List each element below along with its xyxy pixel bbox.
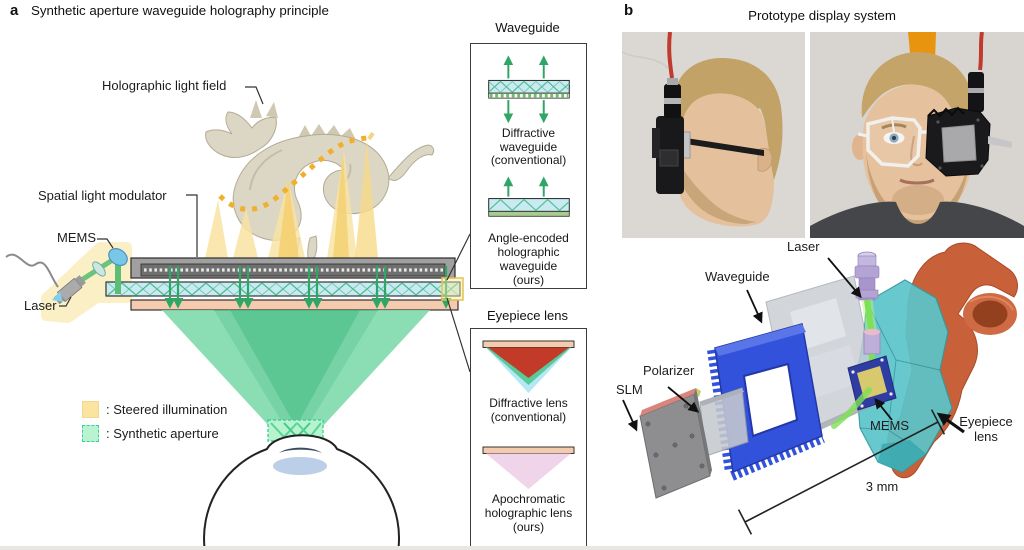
label-spatial-light-modulator: Spatial light modulator (38, 188, 167, 203)
label-b-laser: Laser (787, 239, 820, 254)
waveguide-inset-title: Waveguide (495, 20, 560, 35)
holder-aperture (744, 364, 797, 436)
diffractive-waveguide-diagram (488, 55, 570, 124)
photo-side-view (622, 32, 805, 238)
label-b-dimension: 3 mm (865, 479, 899, 494)
mems-mirror (108, 247, 128, 267)
holographic-waveguide-diagram (488, 176, 570, 218)
hair-side (673, 58, 783, 180)
red-cable-side (667, 32, 674, 79)
lens-tube (863, 331, 881, 355)
mouth (899, 178, 935, 185)
crop-edge-strip (0, 546, 1024, 550)
waveguide-inset-box: Diffractive waveguide (conventional) Ang… (470, 43, 587, 289)
shirt (810, 201, 1024, 238)
fiber (5, 253, 59, 288)
steered-illumination-beams (205, 141, 378, 258)
label-mems: MEMS (57, 230, 96, 245)
eye-lens (273, 457, 327, 475)
label-b-polarizer: Polarizer (643, 363, 695, 378)
trajectory-end-dash (367, 131, 375, 141)
teal-housing (855, 279, 953, 473)
exploded-view (622, 242, 1018, 535)
fiber-ferrule (52, 291, 63, 302)
diffractive-waveguide-caption: Diffractive waveguide (conventional) (490, 125, 567, 168)
holographic-waveguide-caption: Angle-encoded holographic waveguide (our… (488, 231, 569, 288)
label-b-waveguide: Waveguide (705, 269, 770, 284)
polarizer-sheet (699, 387, 749, 457)
grating-region-2 (802, 345, 860, 399)
holographic-lens-diagram (482, 446, 575, 489)
optical-stack (105, 257, 461, 311)
laser-assembly (5, 247, 128, 305)
waveguide-bounce-rays-2 (107, 282, 459, 296)
synthetic-aperture-swatch (82, 425, 99, 442)
steered-illumination-swatch (82, 401, 99, 418)
out-coupler-highlight (441, 277, 464, 301)
red-cable-front (978, 32, 984, 71)
label-holographic-light-field: Holographic light field (102, 78, 227, 93)
laser-module (854, 251, 880, 301)
eyepiece-bar (130, 299, 459, 311)
collimating-lens (92, 261, 106, 277)
eyebrow (881, 123, 907, 130)
legend-synthetic-aperture: : Synthetic aperture (82, 425, 219, 442)
module-plate (941, 124, 977, 163)
eyepiece-inset-title: Eyepiece lens (487, 308, 568, 323)
eye (203, 434, 400, 550)
panel-a-schematic (5, 86, 471, 550)
photo-front-view (810, 32, 1024, 238)
eye-iris (279, 447, 322, 453)
holographic-lens-caption: Apochromatic holographic lens (ours) (484, 491, 573, 534)
white-glasses-frame (866, 116, 922, 168)
panel-a-title: Synthetic aperture waveguide holography … (31, 3, 329, 18)
label-b-slm: SLM (616, 382, 643, 397)
legend-steered-illumination-label: : Steered illumination (106, 402, 228, 417)
dimension-line (737, 409, 946, 535)
panel-a-letter: a (10, 2, 19, 19)
label-laser: Laser (24, 298, 57, 313)
panel-b-title: Prototype display system (748, 8, 896, 23)
panel-b-letter: b (624, 2, 634, 19)
silver-temple-arm (988, 136, 1012, 148)
reflected-beam (831, 387, 872, 429)
label-b-eyepiece-lens: Eyepiece lens (959, 414, 1013, 444)
slm-red-edge (640, 388, 696, 416)
part-arrows (622, 257, 893, 432)
legend-steered-illumination: : Steered illumination (82, 401, 227, 418)
eyepiece-arrow (936, 412, 965, 434)
eyepiece-inset-box: Diffractive lens (conventional) Apochrom… (470, 328, 587, 549)
out-coupled-rays (164, 266, 452, 309)
hair-front (861, 52, 975, 154)
annotation-connectors (59, 86, 471, 373)
label-b-mems: MEMS (870, 418, 909, 433)
diffractive-lens-diagram (482, 340, 575, 393)
diffractive-lens-caption: Diffractive lens (conventional) (489, 396, 568, 424)
glasses-temple-arm (686, 138, 764, 156)
thin-wire (622, 51, 669, 69)
steering-trajectory-dashed-line (218, 135, 369, 212)
synthetic-aperture-cone (162, 310, 430, 442)
legend-synthetic-aperture-label: : Synthetic aperture (106, 426, 219, 441)
